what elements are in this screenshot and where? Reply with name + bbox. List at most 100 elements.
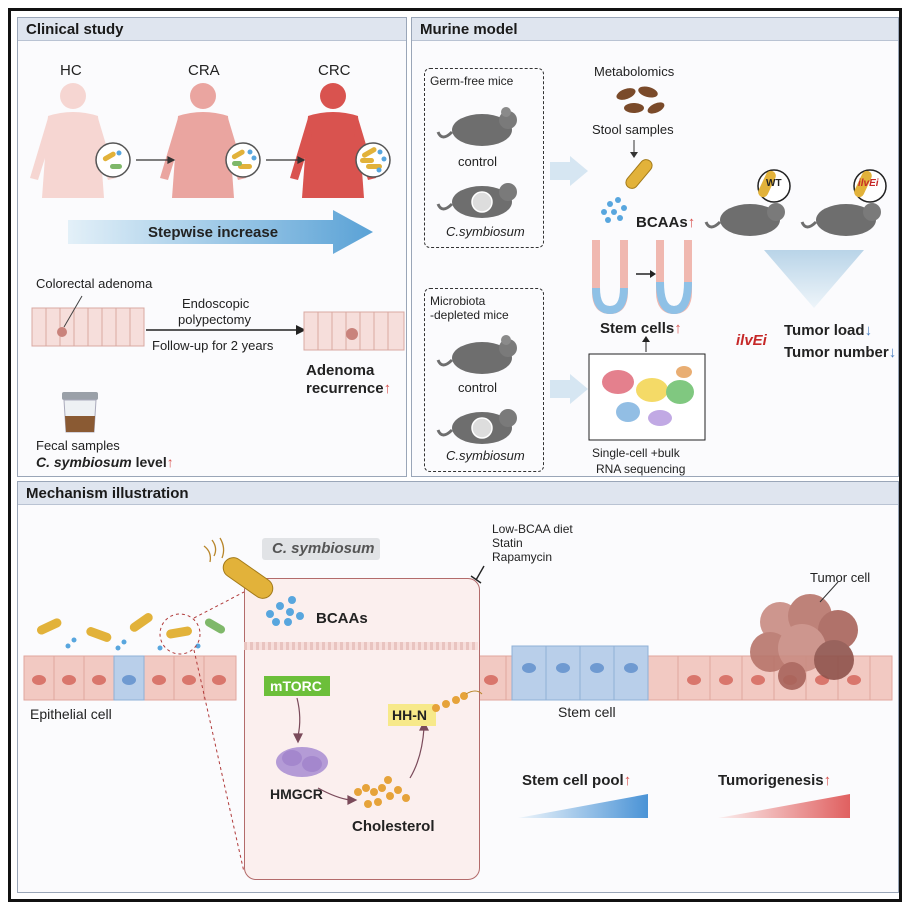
clinical-study-panel: Clinical study HC CRA CRC <box>17 17 407 477</box>
stem-cell-label: Stem cell <box>558 704 616 720</box>
down-arrow-icon: ↓ <box>864 322 873 339</box>
down-arrow-icon: ↓ <box>888 344 897 361</box>
microbiome-zoom-crc <box>355 142 391 178</box>
hhn-molecule-icon <box>432 690 483 712</box>
colorectal-adenoma-label: Colorectal adenoma <box>36 276 153 291</box>
clinical-study-title: Clinical study <box>26 21 124 38</box>
hmgcr-protein-icon <box>276 747 328 777</box>
up-arrow-icon: ↑ <box>823 772 832 789</box>
bcaa-dots-icon <box>266 596 304 626</box>
mechanism-panel: Mechanism illustration <box>17 481 899 893</box>
human-cra-icon <box>160 83 246 198</box>
wt-tag: WT <box>766 178 782 189</box>
mechanism-title: Mechanism illustration <box>26 485 189 502</box>
mtorc-label: mTORC <box>270 678 322 694</box>
single-cell-label: Single-cell +bulk <box>592 446 680 460</box>
human-hc-icon <box>30 83 116 198</box>
mouse-wt-icon <box>704 169 791 236</box>
stool-samples-label: Stool samples <box>592 122 674 137</box>
hmgcr-label: HMGCR <box>270 786 323 802</box>
stepwise-increase-arrow <box>68 210 373 254</box>
epithelial-cells-left <box>23 655 237 701</box>
mouse-control-icon <box>436 107 517 146</box>
tumor-load-label: Tumor load↓ <box>784 322 872 339</box>
bcaas-text: BCAAs <box>636 214 688 231</box>
adenoma-recurrence-line1: Adenoma <box>306 362 375 379</box>
followup-arrow-icon <box>146 325 306 335</box>
recurrence-text: recurrence <box>306 380 384 397</box>
stem-cells-label: Stem cells↑ <box>600 320 682 337</box>
polypectomy-label: polypectomy <box>178 312 251 327</box>
mouse-ilvei-icon <box>800 169 887 236</box>
mouse-control-icon <box>436 335 517 374</box>
stage-label-cra: CRA <box>188 62 220 79</box>
epithelial-cells-right <box>475 645 893 701</box>
microbiota-depleted-box <box>424 288 544 472</box>
symbiosum-level-label: C. symbiosum level↑ <box>36 454 174 470</box>
cholesterol-label: Cholesterol <box>352 818 435 835</box>
rna-seq-label: RNA sequencing <box>596 462 686 476</box>
tumor-cell-label: Tumor cell <box>810 570 871 585</box>
species-label: C. symbiosum <box>272 540 375 557</box>
up-arrow-icon: ↑ <box>383 380 392 397</box>
intestinal-crypts-icon <box>592 240 692 315</box>
bacteria-cluster-icon <box>37 613 226 655</box>
microbiota-label-2: -depleted mice <box>430 308 509 322</box>
flow-chevron-icon <box>550 374 588 404</box>
followup-label: Follow-up for 2 years <box>152 338 274 353</box>
tumor-mass-icon <box>750 581 858 690</box>
epithelial-cell-label: Epithelial cell <box>30 706 112 722</box>
mouse-symbiosum-icon <box>436 409 517 444</box>
fecal-samples-label: Fecal samples <box>36 438 120 453</box>
mouse-symbiosum-icon <box>436 183 517 218</box>
statin-label: Statin <box>492 536 523 550</box>
microbiota-label-1: Microbiota <box>430 294 486 308</box>
zoom-connector-lines <box>193 591 245 873</box>
single-cell-tsne-plot <box>588 336 706 441</box>
symbiosum-level-word: level <box>131 454 167 470</box>
murine-model-panel: Murine model Germ-free mice control C.sy… <box>411 17 899 477</box>
mtorc-box <box>264 676 330 696</box>
human-crc-icon <box>290 83 376 198</box>
adenoma-recurrence-line2: recurrence↑ <box>306 380 391 397</box>
epithelium-layer <box>23 645 893 701</box>
up-arrow-icon: ↑ <box>166 454 174 470</box>
metabolomics-label: Metabolomics <box>594 64 675 79</box>
zoomed-cell-box <box>244 578 480 880</box>
species-tag <box>262 538 380 560</box>
microbiome-zoom-hc <box>95 142 131 178</box>
ilvei-tag: ilvEi <box>858 178 879 189</box>
symbiosum-label-1: C.symbiosum <box>446 224 525 239</box>
inhibition-icon <box>470 565 485 584</box>
cholesterol-molecules-icon <box>354 776 410 808</box>
clinical-study-header: Clinical study <box>18 18 406 41</box>
up-arrow-icon: ↑ <box>623 772 632 789</box>
symbiosum-level-species: C. symbiosum <box>36 454 132 470</box>
tumorigenesis-label: Tumorigenesis↑ <box>718 772 831 789</box>
ilvei-label: ilvEi <box>736 332 767 349</box>
tumor-number-text: Tumor number <box>784 344 889 361</box>
symbiosum-label-2: C.symbiosum <box>446 448 525 463</box>
tumorigenesis-wedge <box>718 794 850 818</box>
low-bcaa-diet-label: Low-BCAA diet <box>492 522 573 536</box>
control-label-2: control <box>458 380 498 395</box>
bacterium-bcaa-icon <box>601 140 653 223</box>
stem-cells-text: Stem cells <box>600 320 675 337</box>
fecal-sample-jar-icon <box>62 392 98 433</box>
tumor-number-label: Tumor number↓ <box>784 344 896 361</box>
stem-cell-pool-text: Stem cell pool <box>522 772 624 789</box>
endoscopic-label: Endoscopic <box>182 296 250 311</box>
hhn-box <box>388 704 436 726</box>
human-silhouettes <box>30 83 391 198</box>
murine-model-title: Murine model <box>420 21 518 38</box>
stage-label-crc: CRC <box>318 62 351 79</box>
stool-samples-icon <box>616 86 665 114</box>
colon-tissue-after <box>303 311 405 351</box>
stage-label-hc: HC <box>60 62 82 79</box>
mechanism-header: Mechanism illustration <box>18 482 898 505</box>
tumorigenesis-text: Tumorigenesis <box>718 772 824 789</box>
figure-frame: Clinical study HC CRA CRC <box>8 8 902 902</box>
colon-tissue-before <box>31 295 145 347</box>
bcaas-label: BCAAs↑ <box>636 214 695 231</box>
cell-membrane <box>244 642 478 650</box>
